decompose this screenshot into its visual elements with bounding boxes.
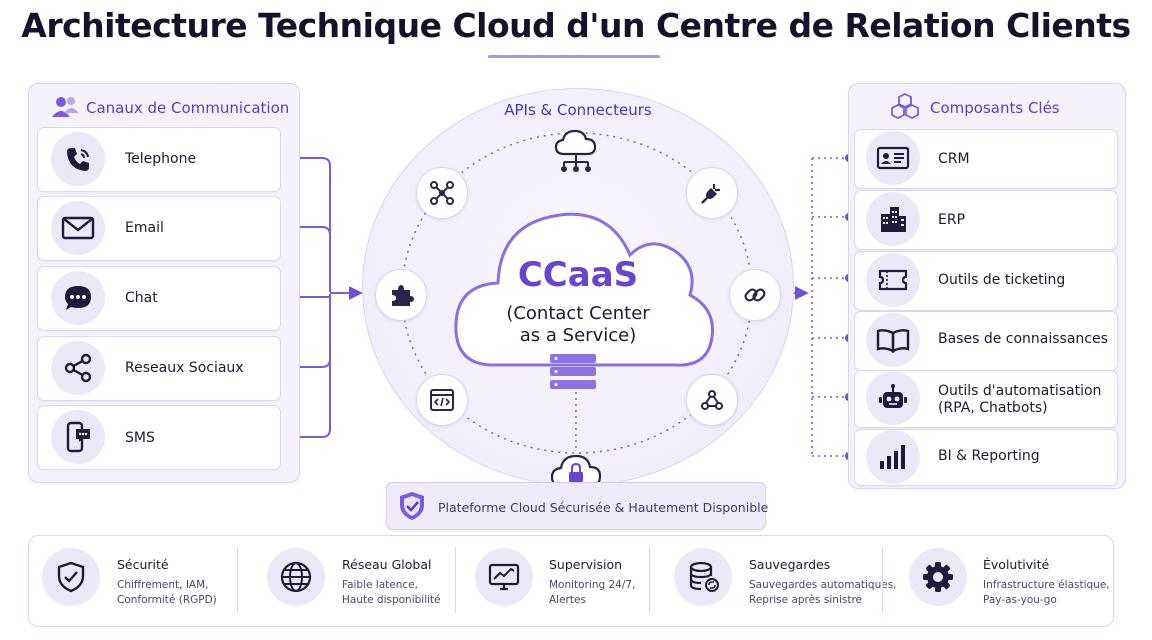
cubes-icon (890, 92, 920, 124)
server-stack-icon (550, 354, 596, 389)
ccaas-title: CCaaS (517, 255, 639, 295)
feature-line: Alertes (549, 594, 586, 606)
channel-label: Chat (125, 290, 158, 306)
ccaas-subtitle-2: as a Service) (519, 325, 637, 346)
vertical-dotted-line (575, 392, 577, 452)
network-nodes-icon (416, 167, 468, 219)
feature-line: Haute disponibilité (342, 594, 441, 606)
component-label: Outils de ticketing (938, 272, 1066, 288)
apis-title: APIs & Connecteurs (504, 101, 652, 119)
component-label: BI & Reporting (938, 448, 1040, 464)
link-icon (729, 269, 781, 321)
feature-line: Chiffrement, IAM, (117, 579, 209, 591)
feature-line: Sauvegardes automatiques, (749, 579, 897, 591)
feature-line: Faible latence, (342, 579, 418, 591)
people-icon (52, 95, 80, 123)
component-label: Outils d'automatisation (938, 383, 1102, 399)
share-icon (51, 341, 105, 395)
channels-panel-title: Canaux de Communication (86, 99, 290, 117)
ccaas-cloud (454, 212, 715, 367)
book-icon (866, 313, 920, 367)
cloud-lock-icon (548, 446, 604, 494)
feature-line: Monitoring 24/7, (549, 579, 636, 591)
webhook-icon (686, 374, 738, 426)
platform-label: Plateforme Cloud Sécurisée & Hautement D… (438, 500, 769, 515)
feature-line: Conformité (RGPD) (117, 594, 217, 606)
envelope-icon (51, 201, 105, 255)
divider (649, 547, 650, 613)
bar-chart-icon (866, 430, 920, 484)
page-title: Architecture Technique Cloud d'un Centre… (21, 6, 1131, 45)
cloud-network-icon (552, 128, 600, 178)
monitor-chart-icon (475, 548, 533, 606)
ticket-icon (866, 253, 920, 307)
shield-check-icon (397, 490, 427, 526)
feature-line: Reprise après sinistre (749, 594, 862, 606)
feature-title: Sauvegardes (749, 557, 831, 572)
channel-label: Reseaux Sociaux (125, 360, 244, 376)
component-label-secondary: (RPA, Chatbots) (938, 400, 1048, 416)
divider (882, 547, 883, 613)
database-sync-icon (674, 548, 732, 606)
feature-title: Réseau Global (342, 557, 432, 572)
ccaas-subtitle-1: (Contact Center (506, 303, 650, 324)
component-label: CRM (938, 151, 970, 167)
divider (237, 547, 238, 613)
channel-label: Email (125, 220, 164, 236)
feature-line: Infrastructure élastique, (983, 579, 1110, 591)
mobile-sms-icon (51, 410, 105, 464)
shield-check-icon (42, 548, 100, 606)
id-card-icon (866, 131, 920, 185)
globe-icon (267, 548, 325, 606)
code-window-icon (416, 374, 468, 426)
feature-title: Évolutivité (983, 557, 1050, 572)
puzzle-icon (375, 269, 427, 321)
channel-label: SMS (125, 430, 155, 446)
feature-title: Sécurité (117, 557, 169, 572)
buildings-icon (866, 192, 920, 246)
components-panel-title: Composants Clés (930, 99, 1060, 117)
chat-bubble-icon (51, 271, 105, 325)
title-underline (488, 55, 660, 58)
gear-icon (909, 548, 967, 606)
platform-box (386, 482, 766, 530)
phone-icon (51, 132, 105, 186)
component-label: ERP (938, 212, 966, 228)
channel-label: Telephone (125, 151, 197, 167)
component-label: Bases de connaissances (938, 331, 1108, 347)
feature-title: Supervision (549, 557, 623, 572)
robot-icon (866, 371, 920, 425)
plug-icon (686, 167, 738, 219)
divider (455, 547, 456, 613)
feature-line: Pay-as-you-go (983, 594, 1057, 606)
